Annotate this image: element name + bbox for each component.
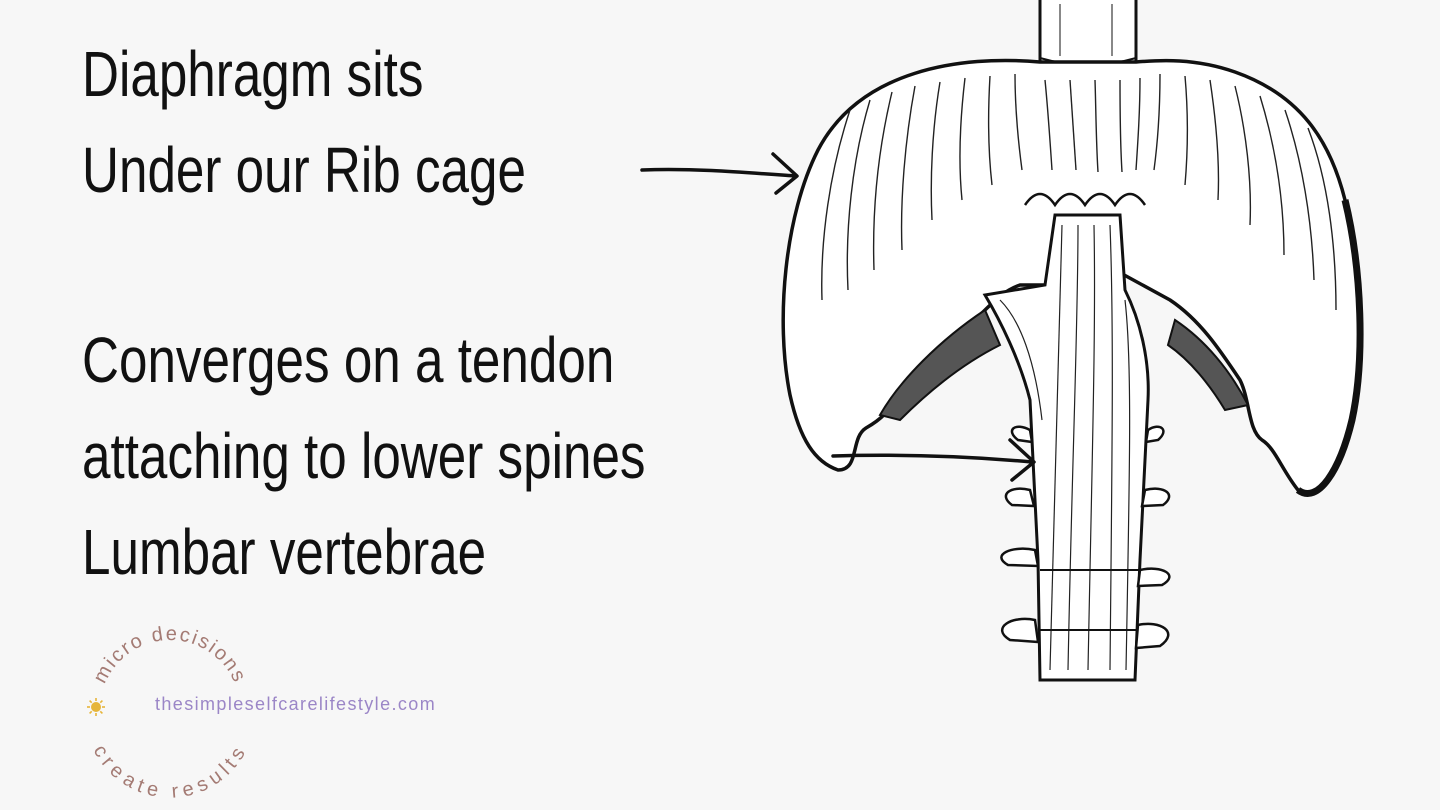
caption-line: Under our Rib cage: [82, 134, 526, 206]
caption-line: Converges on a tendon: [82, 324, 615, 396]
caption-line: Diaphragm sits: [82, 38, 424, 110]
brand-watermark: micro decisions create results: [87, 623, 252, 800]
caption-diaphragm-position: Diaphragm sits Under our Rib cage: [82, 26, 526, 218]
muscle-fibers: [821, 73, 1337, 311]
lumbar-spine: [982, 213, 1171, 682]
website-url: thesimpleselfcarelifestyle.com: [155, 694, 437, 714]
diaphragm-illustration: [781, 0, 1364, 682]
sun-icon: [87, 698, 105, 716]
esophagus: [1038, 0, 1138, 72]
caption-line: Lumbar vertebrae: [82, 516, 487, 588]
tendon-fibers: [999, 224, 1131, 671]
vertebral-processes: [1000, 425, 1171, 650]
caption-tendon-attachment: Converges on a tendon attaching to lower…: [82, 312, 646, 600]
ring-text-bottom: create results: [89, 741, 252, 800]
caption-line: attaching to lower spines: [82, 420, 646, 492]
ring-text-top: micro decisions: [89, 623, 251, 687]
diaphragm-crura: [878, 308, 1250, 422]
